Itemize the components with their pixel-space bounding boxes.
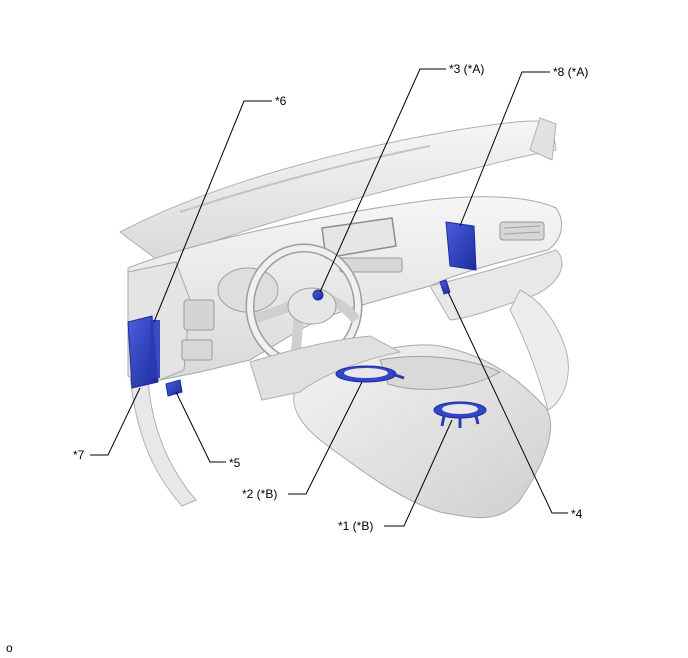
callout-8: *8 (*A) [553, 65, 588, 79]
leader-3 [319, 68, 446, 293]
leader-6 [153, 100, 272, 323]
callout-1: *1 (*B) [338, 519, 373, 533]
leader-5 [175, 391, 226, 463]
component-2-ring [335, 365, 405, 383]
figure-code: o [6, 641, 13, 655]
right-a-pillar [529, 117, 557, 161]
component-5-sensor [165, 379, 183, 397]
lower-dash [249, 335, 402, 401]
center-console [293, 344, 552, 519]
dashboard-illustration [119, 117, 569, 519]
leader-4 [447, 291, 568, 514]
console-tray [379, 355, 502, 390]
right-air-vent [499, 221, 545, 241]
component-3-sensor [312, 289, 324, 301]
leader-1 [384, 419, 453, 527]
callout-5: *5 [229, 456, 241, 470]
left-air-vent [183, 299, 215, 331]
defroster-vent [179, 145, 431, 213]
highlighted-components [127, 221, 487, 428]
component-8-ecu [445, 221, 477, 271]
component-1-ring [433, 401, 487, 428]
left-a-pillar [129, 375, 197, 507]
left-lower-switches [181, 339, 213, 361]
right-door-trim [509, 289, 569, 411]
leader-8 [459, 71, 550, 227]
callout-2: *2 (*B) [242, 487, 277, 501]
leader-lines [90, 68, 568, 527]
callout-6: *6 [275, 94, 287, 108]
component-6-module [150, 320, 160, 378]
component-4-sensor [439, 279, 451, 295]
callout-labels: *6 *3 (*A) *8 (*A) *7 *5 *2 (*B) *1 (*B)… [73, 62, 588, 533]
callout-4: *4 [571, 507, 583, 521]
callout-7: *7 [73, 448, 85, 462]
leader-2 [288, 381, 363, 495]
dashboard-right-sweep [429, 249, 563, 321]
callout-3: *3 (*A) [449, 62, 484, 76]
leader-7 [90, 387, 141, 456]
